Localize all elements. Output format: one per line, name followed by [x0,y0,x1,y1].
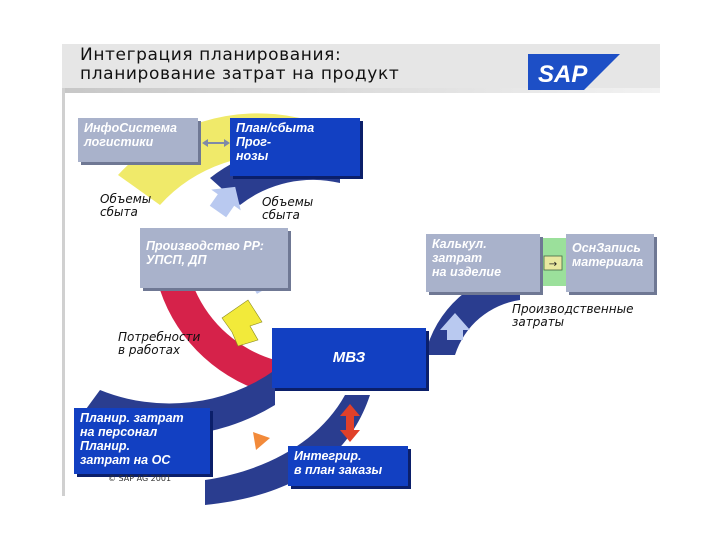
personnel-line-1: Планир. затрат [80,411,184,425]
activity-needs-arrow-icon [221,299,263,347]
sales-plan-line-3: нозы [236,149,269,163]
mrp-orders-link-icon [340,404,360,442]
sap-logo-text: SAP [538,61,588,88]
infosystem-line-1: ИнфоСистема [84,121,177,135]
activity-needs-label: Потребности в работах [118,331,200,357]
sales-volume-left-line-2: сбыта [100,205,138,219]
costing-line-3: на изделие [432,265,502,279]
sales-volume-right-line-1: Объемы [262,195,314,209]
sap-logo: SAP [528,54,620,90]
sales-volume-right-label: Объемы сбыта [262,196,313,222]
orders-line-1: Интегрир. [294,449,362,463]
sales-volume-right-line-2: сбыта [262,208,300,222]
two-way-link-icon [202,139,230,147]
infosystem-node: ИнфоСистема логистики [78,118,198,162]
material-line-1: ОснЗапись [572,241,641,255]
personnel-line-3: Планир. [80,439,131,453]
left-border [62,88,65,496]
personnel-line-4: затрат на ОС [80,453,171,467]
activity-needs-line-1: Потребности [118,330,201,344]
title-line-1: Интеграция планирования: [80,45,342,65]
navy-ring-bottom-segment [205,395,370,505]
mvz-label: МВЗ [332,349,366,366]
production-line-1: Производство РР: [146,239,264,253]
activity-needs-line-2: в работах [118,343,181,357]
production-costs-label: Производственные затраты [512,303,633,329]
infosystem-line-2: логистики [84,135,154,149]
personnel-cost-arrow-icon [253,432,270,450]
sales-volume-arrow-icon [209,186,241,218]
personnel-planning-node: Планир. затрат на персонал Планир. затра… [74,408,210,474]
orders-integration-node: Интегрир. в план заказы [288,446,408,486]
personnel-line-2: на персонал [80,425,158,439]
costing-line-2: затрат [432,251,483,265]
header-divider [62,88,660,93]
material-line-2: материала [572,255,644,269]
sap-logo-shape [528,54,620,90]
sales-plan-node: План/сбыта Прог- нозы [230,118,360,176]
material-node: ОснЗапись материала [566,234,654,292]
mvz-node: МВЗ [272,328,426,388]
sales-volume-left-label: Объемы сбыта [100,193,151,219]
production-costs-line-1: Производственные [512,302,634,316]
production-line-2: УПСП, ДП [146,253,207,267]
sales-plan-line-1: План/сбыта [236,121,315,135]
production-node: Производство РР: УПСП, ДП [140,228,288,288]
sales-plan-line-2: Прог- [236,135,272,149]
orders-line-2: в план заказы [294,463,383,477]
page-title: Интеграция планирования: планирование за… [80,46,399,84]
copyright-text: © SAP AG 2001 [108,474,172,483]
costing-node: Калькул. затрат на изделие [426,234,540,292]
production-costs-line-2: затраты [512,315,565,329]
title-line-2: планирование затрат на продукт [80,64,400,84]
sales-volume-left-line-1: Объемы [100,192,152,206]
connector-arrow-icon [543,255,563,271]
costing-line-1: Калькул. [432,237,487,251]
production-costs-arrow-icon [440,313,470,340]
connector-glyph: → [549,259,557,270]
red-ring-segment [160,290,275,395]
